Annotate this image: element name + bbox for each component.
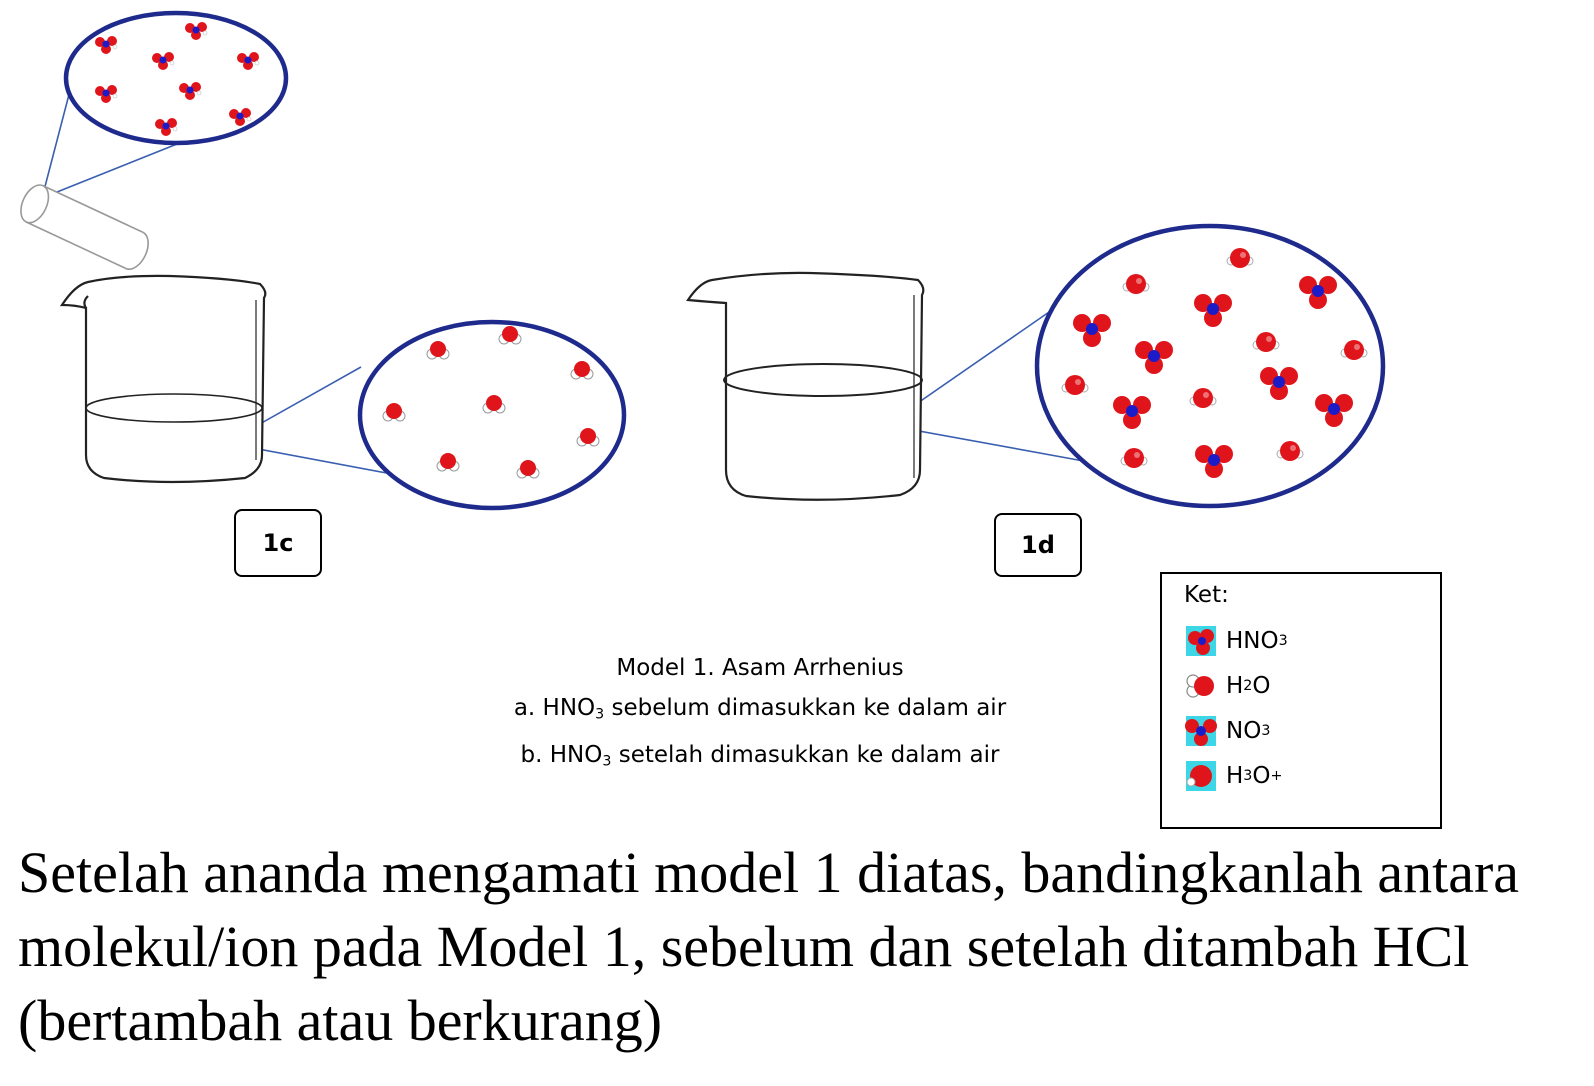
arrhenius-acid-diagram [20, 10, 1386, 511]
zoom-circle-water [357, 319, 627, 511]
beaker-left [59, 274, 267, 484]
beaker-right [686, 271, 925, 501]
zoom-circle-solution [1034, 223, 1386, 509]
no3-ion-icon [1185, 715, 1217, 746]
h2o-molecule-icon [1186, 673, 1214, 698]
test-tube-icon [20, 184, 149, 270]
hno3-molecule-icon [1186, 625, 1216, 656]
caption-title: Model 1. Asam Arrhenius [616, 655, 904, 681]
h3o-ion-icon [1186, 760, 1216, 791]
legend-title: Ket: [1184, 582, 1229, 608]
label-1d: 1d [994, 513, 1082, 577]
question-text: Setelah ananda mengamati model 1 diatas,… [18, 840, 1520, 1053]
figure-caption: Model 1. Asam Arrhenius a. HNO3 sebelum … [440, 648, 1080, 781]
label-1c: 1c [234, 509, 322, 577]
caption-line-a: a. HNO3 sebelum dimasukkan ke dalam air [513, 695, 1007, 723]
caption-line-b: b. HNO3 setelah dimasukkan ke dalam air [520, 741, 1000, 770]
